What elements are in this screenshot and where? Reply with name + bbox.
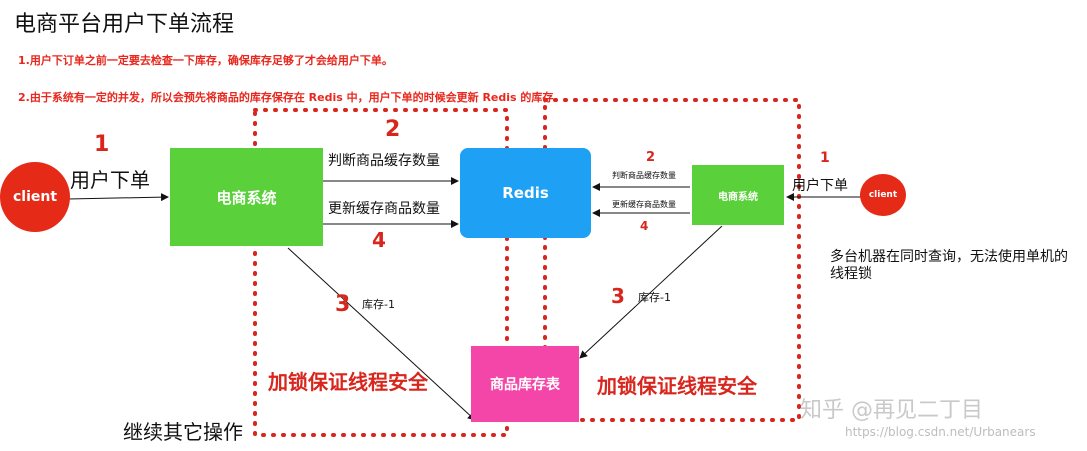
arrow-right-system-to-inventory xyxy=(579,225,723,359)
inventory-table-node: 商品库存表 xyxy=(471,346,579,422)
right-step2-number: 2 xyxy=(646,150,656,165)
left-lock-label: 加锁保证线程安全 xyxy=(268,370,428,394)
arrow-left-client-to-system xyxy=(67,193,169,202)
left-step1-number: 1 xyxy=(94,132,110,157)
redis-node: Redis xyxy=(460,148,591,238)
page-title: 电商平台用户下单流程 xyxy=(14,12,235,37)
right-client-node: client xyxy=(860,174,906,216)
right-step3-label: 库存-1 xyxy=(638,291,671,304)
url-watermark: https://blog.csdn.net/Urbanears xyxy=(845,425,1036,439)
note-1: 1.用户下订单之前一定要去检查一下库存，确保库存足够了才会给用户下单。 xyxy=(18,54,393,67)
right-lock-region xyxy=(543,98,801,422)
right-step1-number: 1 xyxy=(820,150,830,166)
note-2: 2.由于系统有一定的并发，所以会预先将商品的库存保存在 Redis 中，用户下单… xyxy=(18,91,554,104)
left-client-node: client xyxy=(0,162,70,232)
left-step1-label: 用户下单 xyxy=(70,168,150,192)
left-step4-number: 4 xyxy=(372,228,386,252)
left-step3-label: 库存-1 xyxy=(362,298,395,311)
right-step3-number: 3 xyxy=(611,284,625,308)
right-step1-label: 用户下单 xyxy=(792,178,848,194)
right-step2-label: 判断商品缓存数量 xyxy=(612,171,676,180)
left-step3-number: 3 xyxy=(335,292,351,317)
left-step2-label: 判断商品缓存数量 xyxy=(328,153,440,169)
right-lock-label: 加锁保证线程安全 xyxy=(597,374,757,398)
left-lock-region xyxy=(253,108,509,437)
right-step4-number: 4 xyxy=(640,219,649,233)
right-step4-label: 更新缓存商品数量 xyxy=(612,200,676,209)
left-ecommerce-system: 电商系统 xyxy=(170,148,323,246)
arrow-left-system-to-inventory xyxy=(287,247,476,421)
left-step4-label: 更新缓存商品数量 xyxy=(328,201,440,217)
right-comment: 多台机器在同时查询，无法使用单机的线程锁 xyxy=(830,249,1068,282)
right-ecommerce-system: 电商系统 xyxy=(692,165,784,225)
left-step2-number: 2 xyxy=(385,117,401,142)
continue-label: 继续其它操作 xyxy=(123,420,243,444)
zhihu-watermark: 知乎 @再见二丁目 xyxy=(800,398,983,423)
